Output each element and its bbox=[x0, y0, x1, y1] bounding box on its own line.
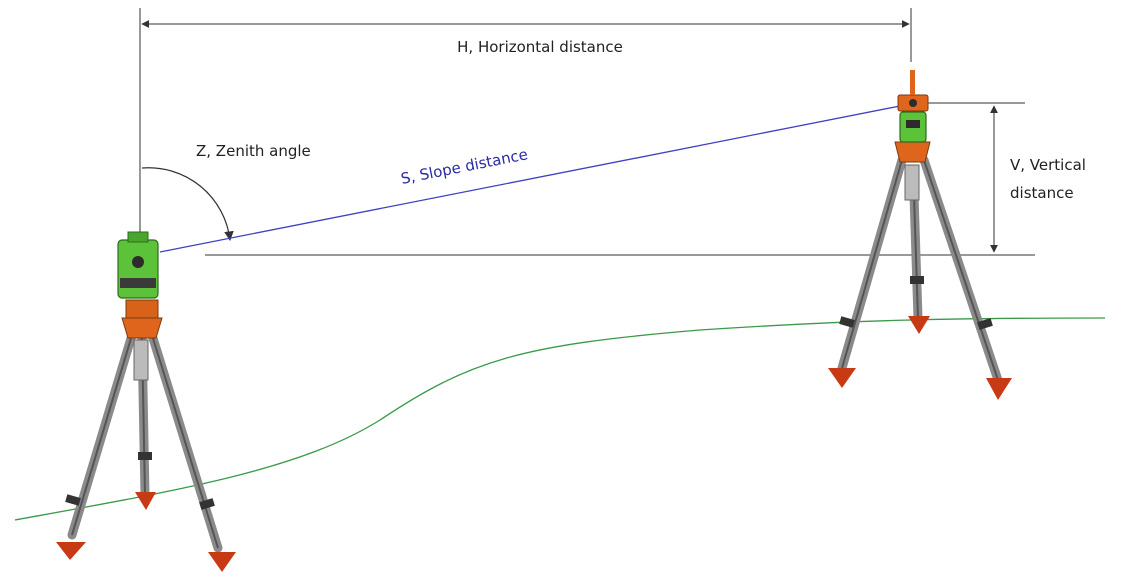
ground-line bbox=[14, 317, 1106, 521]
total-station-tripod bbox=[56, 231, 236, 572]
horizontal-distance-label: H, Horizontal distance bbox=[457, 38, 623, 56]
vertical-distance-label-line1: V, Vertical bbox=[1010, 156, 1086, 174]
total-station-icon bbox=[117, 239, 159, 299]
prism-target-tripod bbox=[828, 70, 1012, 400]
horizontal-distance-dimension bbox=[139, 8, 912, 232]
vertical-distance-label-line2: distance bbox=[1010, 184, 1074, 202]
zenith-angle-arc bbox=[141, 167, 234, 241]
slope-distance-label: S, Slope distance bbox=[399, 145, 529, 188]
slope-distance-line bbox=[159, 104, 906, 253]
zenith-angle-label: Z, Zenith angle bbox=[196, 142, 311, 160]
